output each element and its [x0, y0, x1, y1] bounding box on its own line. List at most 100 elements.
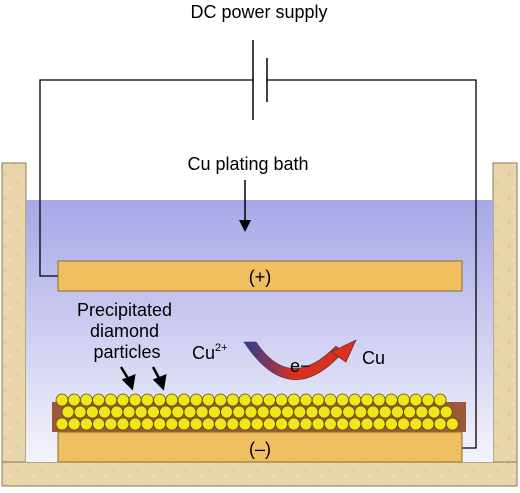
- diamond-particle: [86, 405, 99, 419]
- diamond-particle: [256, 405, 270, 419]
- diamond-particle: [92, 417, 105, 431]
- circuit-wire: [39, 79, 477, 449]
- diamond-particle: [67, 417, 81, 431]
- diamond-particle: [299, 393, 313, 407]
- diamond-particle: [201, 393, 215, 407]
- diamond-particle: [433, 417, 447, 431]
- diamond-particle: [323, 417, 337, 431]
- diamond-particle: [165, 417, 179, 431]
- diamond-particle: [372, 417, 386, 431]
- diamond-particle: [360, 393, 374, 407]
- diamond-particle: [116, 393, 130, 407]
- cathode-label: (–): [249, 439, 271, 459]
- curved-arrow-head: [330, 339, 357, 363]
- electron-label: e−: [290, 356, 311, 376]
- particles-label-line1: Precipitated: [77, 300, 172, 320]
- diamond-particle: [384, 417, 398, 431]
- tank-right-wall: [492, 162, 518, 484]
- diamond-particle: [104, 417, 118, 431]
- anode-electrode: [57, 260, 463, 292]
- diamond-particle: [336, 417, 350, 431]
- diamond-particle: [226, 417, 240, 431]
- diamond-particle: [354, 405, 368, 419]
- diamond-particle: [378, 405, 392, 419]
- bath-pointer-arrow: [239, 180, 251, 232]
- diamond-particle: [214, 417, 228, 431]
- tank-left-wall: [1, 162, 27, 484]
- diamond-particle: [195, 405, 209, 419]
- diamond-particle: [244, 405, 258, 419]
- cathode-electrode: [57, 431, 463, 463]
- diamond-particle: [61, 405, 75, 419]
- diamond-particle: [55, 417, 69, 431]
- diamond-particle: [153, 393, 167, 407]
- wire-left: [39, 79, 253, 277]
- particle-pointer-arrows: [119, 366, 167, 391]
- copper-ion-label: Cu2+: [192, 342, 228, 363]
- diamond-particle: [122, 405, 136, 419]
- diamond-particle: [189, 393, 203, 407]
- diamond-particle: [116, 417, 130, 431]
- diamond-particle: [262, 393, 276, 407]
- diamond-particle: [232, 405, 246, 419]
- diamond-particle: [262, 417, 276, 431]
- anode-label: (+): [249, 267, 272, 287]
- diamond-particle: [214, 393, 228, 407]
- diamond-particle: [390, 405, 404, 419]
- diamond-particle: [275, 393, 289, 407]
- diamond-particle: [67, 393, 81, 407]
- diamond-particle: [421, 393, 435, 407]
- particle-arrow-2: [151, 366, 167, 391]
- wire-right: [267, 79, 477, 449]
- power-supply-label: DC power supply: [190, 2, 327, 22]
- diamond-particle: [268, 405, 282, 419]
- diamond-particle: [80, 417, 93, 431]
- diamond-particle: [171, 405, 185, 419]
- diamond-particle: [55, 393, 69, 407]
- diamond-particle: [366, 405, 380, 419]
- diamond-particle: [250, 393, 264, 407]
- diamond-particle: [305, 405, 319, 419]
- diamond-particle: [409, 417, 423, 431]
- diamond-particle: [128, 393, 142, 407]
- diamond-particle: [110, 405, 124, 419]
- diamond-particle: [299, 417, 313, 431]
- diamond-particle: [238, 417, 252, 431]
- diamond-particle: [207, 405, 221, 419]
- particles-label-line3: particles: [93, 342, 160, 362]
- diamond-particle: [159, 405, 173, 419]
- diamond-particle: [421, 417, 435, 431]
- diamond-particle: [128, 417, 142, 431]
- diamond-particle: [311, 417, 325, 431]
- diamond-particle: [104, 393, 118, 407]
- diamond-particle: [323, 393, 337, 407]
- diamond-particle: [348, 393, 362, 407]
- diamond-particle: [311, 393, 325, 407]
- diamond-particle: [134, 405, 148, 419]
- bath-label: Cu plating bath: [187, 154, 308, 174]
- diamond-particle: [287, 417, 301, 431]
- diamond-particle: [140, 417, 154, 431]
- diamond-particle: [238, 393, 252, 407]
- copper-ion-base: Cu: [192, 343, 215, 363]
- copper-ion-charge: 2+: [215, 342, 228, 354]
- diamond-particle: [360, 417, 374, 431]
- diamond-particle: [189, 417, 203, 431]
- diamond-particle: [409, 393, 423, 407]
- diamond-particle: [183, 405, 197, 419]
- diamond-particle: [336, 393, 350, 407]
- particles-label: Precipitated diamond particles: [77, 300, 177, 362]
- diamond-particle: [98, 405, 111, 419]
- diamond-particle: [201, 417, 215, 431]
- battery-icon: [252, 40, 268, 120]
- particles-label-line2: diamond: [90, 321, 159, 341]
- diamond-particle: [177, 393, 191, 407]
- diamond-particle: [433, 393, 447, 407]
- diamond-particle: [73, 405, 87, 419]
- diamond-particle: [372, 393, 386, 407]
- diamond-particle: [397, 393, 411, 407]
- diamond-particle: [293, 405, 307, 419]
- particle-arrow-1: [119, 366, 136, 391]
- diamond-particle: [342, 405, 356, 419]
